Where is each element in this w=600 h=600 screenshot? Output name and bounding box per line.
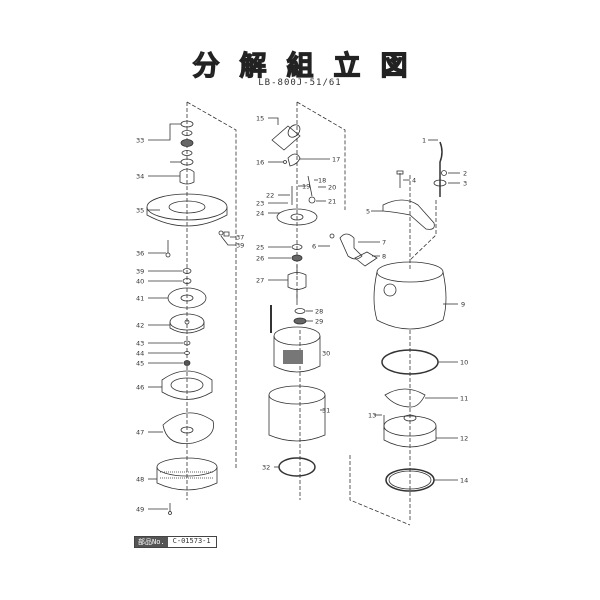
part-39-40-nuts xyxy=(148,268,192,284)
part-number-value: C-01573-1 xyxy=(167,537,216,547)
part-27-rotor xyxy=(268,265,307,305)
part-label-18: 18 xyxy=(318,177,326,185)
part-label-31: 31 xyxy=(322,407,330,415)
part-label-39: 39 xyxy=(136,268,144,276)
part-6-8-discharge xyxy=(318,233,380,267)
part-number-box: 部品No. C-01573-1 xyxy=(134,536,217,548)
part-label-46: 46 xyxy=(136,384,144,392)
part-label-40: 40 xyxy=(136,278,144,286)
part-label-26: 26 xyxy=(256,255,264,263)
part-41-plate xyxy=(148,287,207,309)
part-11-cover-plate xyxy=(384,388,458,408)
part-48-strainer xyxy=(148,457,218,491)
part-label-45: 45 xyxy=(136,360,144,368)
part-label-25: 25 xyxy=(256,244,264,252)
part-label-32: 32 xyxy=(262,464,270,472)
part-label-47: 47 xyxy=(136,429,144,437)
part-14-ring xyxy=(385,468,458,492)
part-label-1: 1 xyxy=(422,137,426,145)
part-number-key: 部品No. xyxy=(135,537,168,547)
part-4-bolt xyxy=(396,170,410,188)
part-13-screw xyxy=(374,414,385,430)
part-label-11: 11 xyxy=(460,395,468,403)
part-31-motor-frame xyxy=(268,385,326,442)
part-label-9: 9 xyxy=(461,301,465,309)
part-34-bearing-cap xyxy=(148,168,195,185)
part-label-3: 3 xyxy=(463,180,467,188)
part-16-17-clamp xyxy=(268,153,330,167)
part-label-35: 35 xyxy=(136,207,144,215)
part-9-motor-housing xyxy=(373,261,458,330)
part-18-21-cable-fittings xyxy=(298,175,326,204)
part-label-22: 22 xyxy=(266,192,274,200)
part-label-41: 41 xyxy=(136,295,144,303)
part-37-38-fitting xyxy=(218,230,236,246)
part-28-29-lower-bearings xyxy=(293,308,313,325)
part-label-8: 8 xyxy=(382,253,386,261)
part-label-30: 30 xyxy=(322,350,330,358)
part-label-49: 49 xyxy=(136,506,144,514)
part-label-23: 23 xyxy=(256,200,264,208)
part-label-19: 19 xyxy=(302,183,310,191)
part-label-39: 39 xyxy=(236,242,244,250)
diagram-title: 分解組立図 xyxy=(192,50,428,82)
part-label-24: 24 xyxy=(256,210,264,218)
part-label-33: 33 xyxy=(136,137,144,145)
part-32-o-ring xyxy=(274,457,316,477)
part-label-34: 34 xyxy=(136,173,144,181)
part-33-seal-stack xyxy=(148,120,194,166)
part-label-14: 14 xyxy=(460,477,468,485)
part-label-5: 5 xyxy=(366,208,370,216)
part-label-48: 48 xyxy=(136,476,144,484)
part-43-45-washers xyxy=(148,340,191,366)
part-label-15: 15 xyxy=(256,115,264,123)
part-5-handle xyxy=(371,199,435,230)
part-25-26-bearings xyxy=(268,244,303,262)
part-46-suction-cover xyxy=(148,370,213,400)
part-label-4: 4 xyxy=(412,177,416,185)
part-label-10: 10 xyxy=(460,359,468,367)
part-label-17: 17 xyxy=(332,156,340,164)
part-label-7: 7 xyxy=(382,239,386,247)
part-12-oil-casing xyxy=(383,414,458,448)
part-label-21: 21 xyxy=(328,198,336,206)
part-47-strainer-plate xyxy=(148,412,214,444)
part-label-36: 36 xyxy=(136,250,144,258)
part-35-pump-casing xyxy=(146,193,228,227)
part-label-6: 6 xyxy=(312,243,316,251)
part-15-cable-sleeve xyxy=(268,117,301,151)
model-number: LB-800J-51/61 xyxy=(258,78,342,88)
part-1-3-cable xyxy=(428,139,460,197)
part-label-2: 2 xyxy=(463,170,467,178)
part-label-20: 20 xyxy=(328,184,336,192)
part-label-44: 44 xyxy=(136,350,144,358)
part-label-28: 28 xyxy=(315,308,323,316)
part-36-bolt xyxy=(148,240,171,258)
part-label-43: 43 xyxy=(136,340,144,348)
part-label-27: 27 xyxy=(256,277,264,285)
part-label-16: 16 xyxy=(256,159,264,167)
part-22-24-upper-bracket xyxy=(268,186,318,226)
part-label-13: 13 xyxy=(368,412,376,420)
part-label-42: 42 xyxy=(136,322,144,330)
part-49-bolt xyxy=(148,503,172,515)
part-10-o-ring xyxy=(381,349,458,375)
part-30-stator xyxy=(270,305,321,373)
part-label-12: 12 xyxy=(460,435,468,443)
part-label-37: 37 xyxy=(236,234,244,242)
part-42-impeller xyxy=(148,313,205,334)
part-label-29: 29 xyxy=(315,318,323,326)
